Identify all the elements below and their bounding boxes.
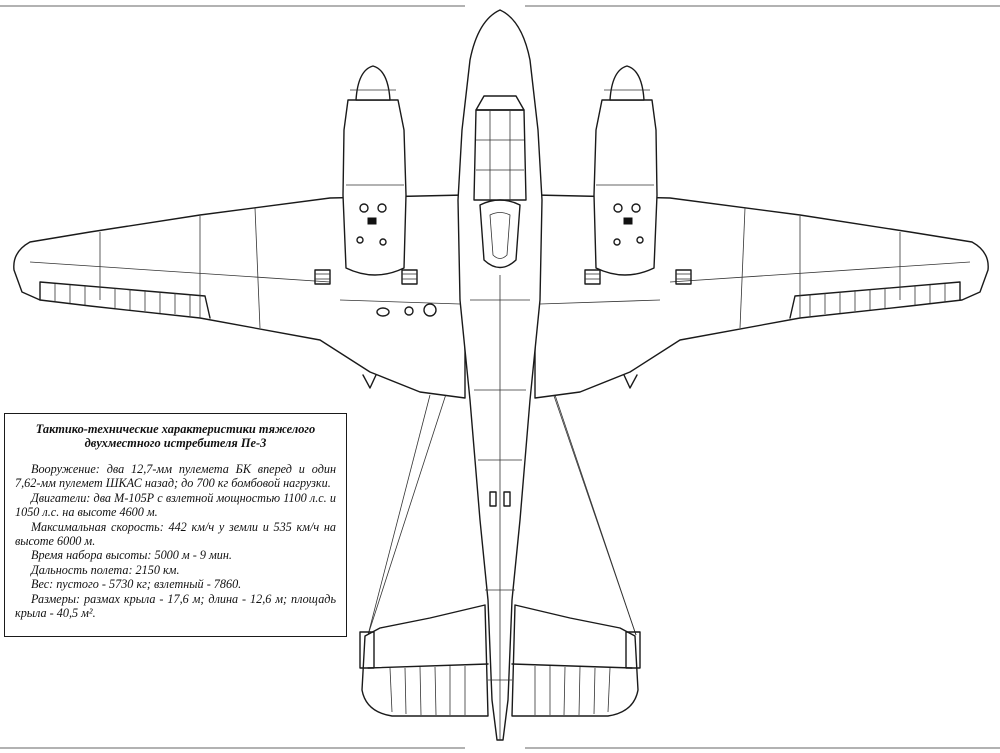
frame-lines <box>0 6 1000 748</box>
engine-nacelle-right <box>585 66 691 388</box>
spec-climb-time: Время набора высоты: 5000 м - 9 мин. <box>31 548 232 563</box>
spec-dimensions: Размеры: размах крыла - 17,6 м; длина - … <box>15 591 336 621</box>
spec-armament: Вооружение: два 12,7-мм пулемета БК впер… <box>15 462 336 491</box>
spec-range: Дальность полета: 2150 км. <box>31 562 180 577</box>
tailplane <box>360 605 640 716</box>
engine-nacelle-left <box>315 66 436 388</box>
fuselage <box>458 10 542 740</box>
specifications-box: Тактико-технические характеристики тяжел… <box>4 413 347 637</box>
specifications-title: Тактико-технические характеристики тяжел… <box>35 422 316 450</box>
spec-weight: Вес: пустого - 5730 кг; взлетный - 7860. <box>31 577 242 592</box>
specifications-list: Вооружение: два 12,7-мм пулемета БК впер… <box>15 462 336 620</box>
spec-max-speed: Максимальная скорость: 442 км/ч у земли … <box>15 519 336 549</box>
spec-engines: Двигатели: два М-105Р с взлетной мощност… <box>15 490 336 520</box>
